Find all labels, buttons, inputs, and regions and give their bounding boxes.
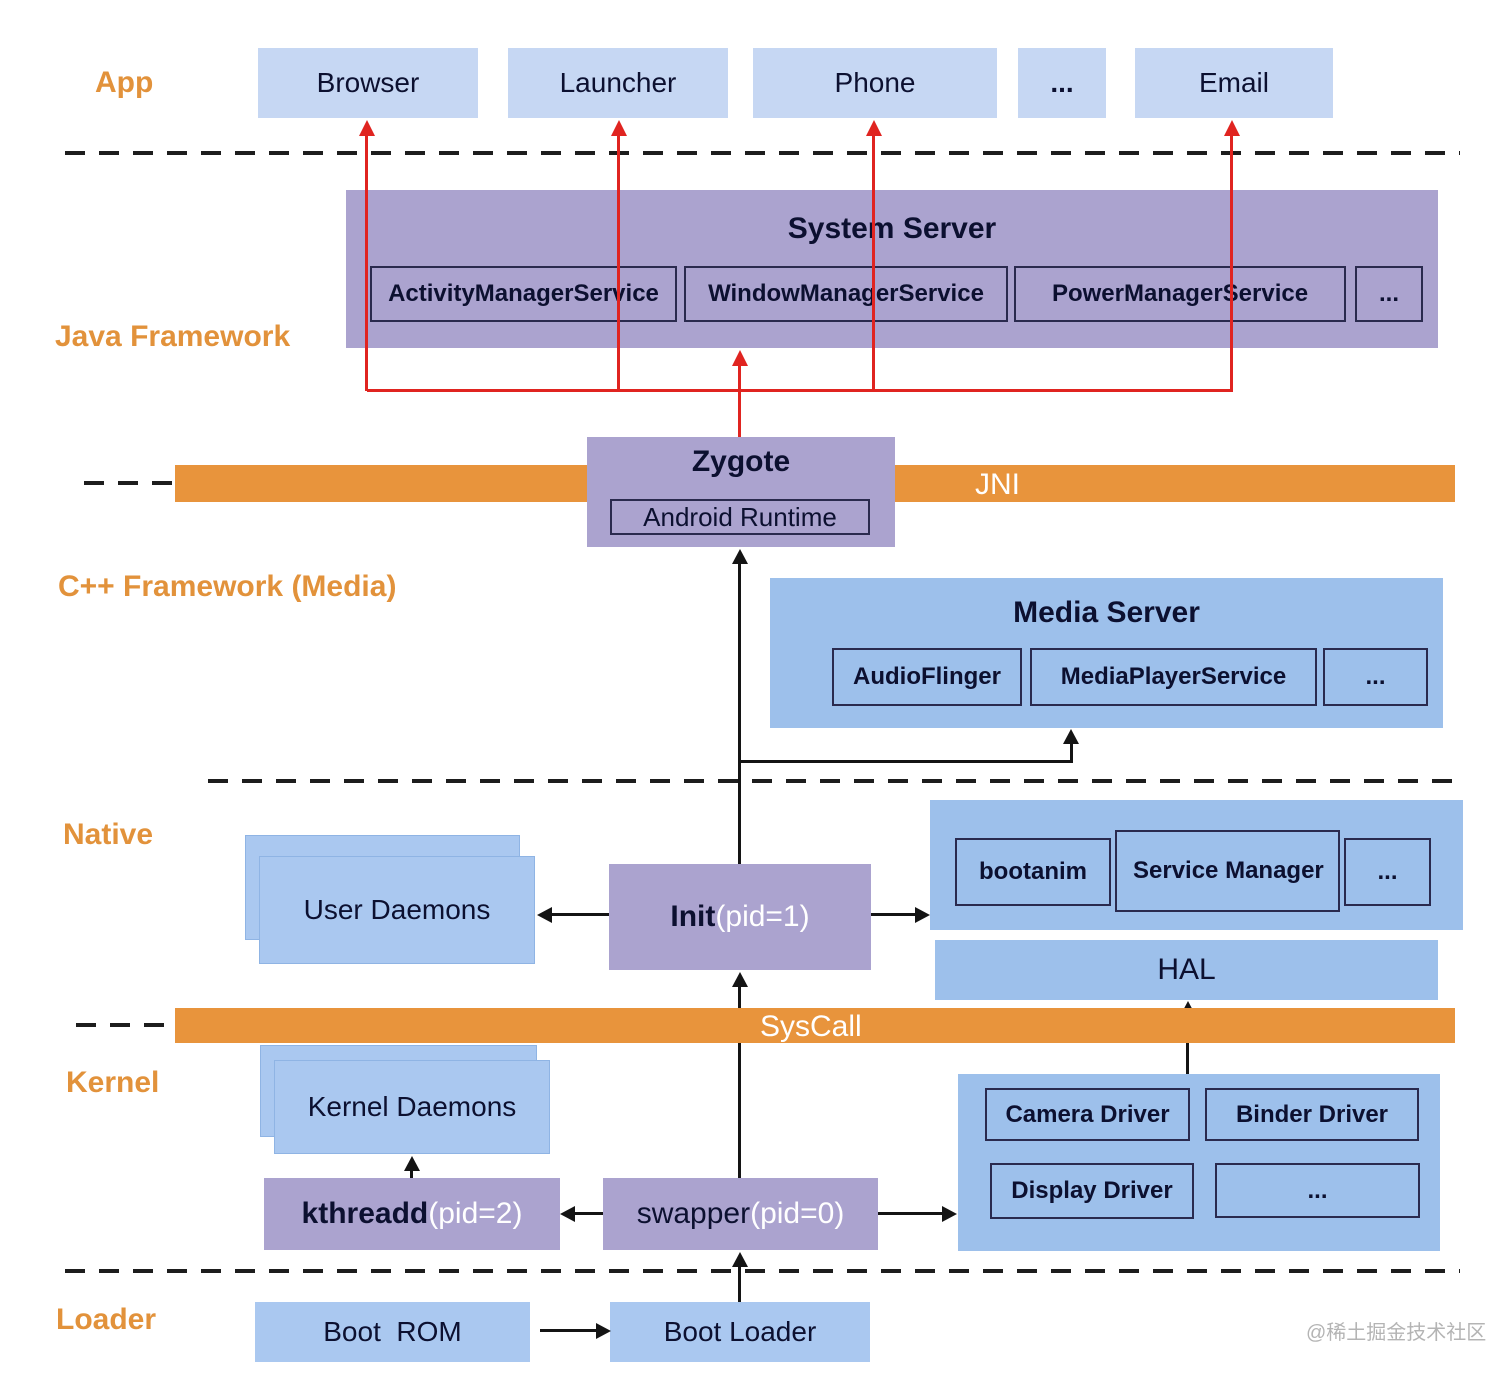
arrowhead-into-init xyxy=(732,972,748,987)
app-box-launcher: Launcher xyxy=(508,48,728,118)
app-box-phone: Phone xyxy=(753,48,997,118)
line-init-user-daemons xyxy=(552,913,609,916)
jni-bar-label: JNI xyxy=(975,468,1020,501)
arrowhead-into-swapper xyxy=(732,1252,748,1267)
red-line-bus xyxy=(367,389,1233,392)
app-box-ellipsis: ... xyxy=(1018,48,1106,118)
red-line-launcher xyxy=(617,134,620,391)
syscall-bar xyxy=(175,1008,1455,1043)
red-arrowhead-system-server xyxy=(732,350,748,366)
mediaplayerservice-box: MediaPlayerService xyxy=(1030,648,1317,706)
media-ellipsis-box: ... xyxy=(1323,648,1428,706)
zygote-title: Zygote xyxy=(691,445,791,478)
layer-label-app: App xyxy=(95,66,154,99)
system-server-box: System Server ActivityManagerService Win… xyxy=(346,190,1438,348)
system-server-title: System Server xyxy=(787,212,997,245)
drivers-box: Camera Driver Binder Driver Display Driv… xyxy=(958,1074,1440,1251)
zygote-box: Zygote Android Runtime xyxy=(587,437,895,547)
media-server-title: Media Server xyxy=(1013,596,1200,629)
red-line-phone xyxy=(872,134,875,391)
red-line-browser xyxy=(365,134,368,391)
media-server-box: Media Server AudioFlinger MediaPlayerSer… xyxy=(770,578,1443,728)
line-bootloader-swapper xyxy=(738,1266,741,1302)
syscall-bar-label: SysCall xyxy=(760,1010,862,1043)
line-kthreadd-kernel-daemons xyxy=(410,1170,413,1178)
dashed-stub-jni xyxy=(84,481,176,485)
watermark: @稀土掘金技术社区 xyxy=(1306,1322,1487,1344)
kthreadd-box: kthreadd(pid=2) xyxy=(264,1178,560,1250)
red-arrowhead-phone xyxy=(866,120,882,136)
layer-label-loader: Loader xyxy=(56,1303,157,1336)
hal-box: HAL xyxy=(935,940,1438,1000)
swapper-box: swapper(pid=0) xyxy=(603,1178,878,1250)
line-media-elbow-v xyxy=(1070,743,1073,763)
bootanim-box: bootanim xyxy=(955,838,1111,906)
app-box-browser: Browser xyxy=(258,48,478,118)
red-arrowhead-browser xyxy=(359,120,375,136)
arrowhead-into-kernel-daemons xyxy=(404,1156,420,1171)
camera-driver-box: Camera Driver xyxy=(985,1088,1190,1141)
red-arrowhead-launcher xyxy=(611,120,627,136)
line-bootrom-bootloader xyxy=(540,1329,596,1332)
layer-label-java-framework: Java Framework xyxy=(55,320,291,353)
app-box-email: Email xyxy=(1135,48,1333,118)
audioflinger-box: AudioFlinger xyxy=(832,648,1022,706)
line-swapper-drivers xyxy=(878,1212,942,1215)
binder-driver-box: Binder Driver xyxy=(1205,1088,1419,1141)
native-ellipsis-box: ... xyxy=(1344,838,1431,906)
dashed-separator-native xyxy=(208,779,1458,783)
arrowhead-into-zygote xyxy=(732,549,748,564)
arrowhead-into-media-server xyxy=(1063,729,1079,744)
line-media-elbow-h xyxy=(740,760,1073,763)
init-box: Init(pid=1) xyxy=(609,864,871,970)
red-arrowhead-email xyxy=(1224,120,1240,136)
line-init-zygote xyxy=(738,563,741,864)
dashed-stub-syscall xyxy=(76,1023,170,1027)
boot-loader-box: Boot Loader xyxy=(610,1302,870,1362)
init-pid: (pid=1) xyxy=(715,900,810,933)
arrowhead-into-user-daemons xyxy=(537,907,552,923)
line-drivers-hal xyxy=(1186,1015,1189,1074)
red-line-email xyxy=(1230,134,1233,391)
arrowhead-into-bootloader xyxy=(596,1323,611,1339)
arrowhead-into-drivers xyxy=(942,1206,957,1222)
swapper-name: swapper xyxy=(636,1197,751,1230)
native-services-box: bootanim Service Manager ... xyxy=(930,800,1463,930)
service-power-manager: PowerManagerService xyxy=(1014,266,1346,322)
boot-rom-box: Boot ROM xyxy=(255,1302,530,1362)
kthreadd-pid: (pid=2) xyxy=(428,1197,523,1230)
dashed-separator-app xyxy=(65,151,1460,155)
layer-label-cpp-framework: C++ Framework (Media) xyxy=(58,570,397,603)
arrowhead-into-bootanim-group xyxy=(915,907,930,923)
dashed-separator-loader xyxy=(65,1269,1460,1273)
arrowhead-into-kthreadd xyxy=(560,1206,575,1222)
android-runtime-box: Android Runtime xyxy=(610,499,870,535)
kernel-daemons-box: Kernel Daemons xyxy=(274,1060,550,1154)
line-swapper-kthreadd xyxy=(575,1212,603,1215)
display-driver-box: Display Driver xyxy=(990,1163,1194,1219)
user-daemons-box: User Daemons xyxy=(259,856,535,964)
init-name: Init xyxy=(670,900,716,933)
line-init-bootanim xyxy=(871,913,915,916)
service-ellipsis: ... xyxy=(1355,266,1423,322)
service-window-manager: WindowManagerService xyxy=(684,266,1008,322)
red-line-zygote xyxy=(738,364,741,443)
drivers-ellipsis-box: ... xyxy=(1215,1163,1420,1218)
layer-label-kernel: Kernel xyxy=(66,1066,160,1099)
service-manager-box: Service Manager xyxy=(1115,830,1340,912)
service-activity-manager: ActivityManagerService xyxy=(370,266,677,322)
kthreadd-name: kthreadd xyxy=(301,1197,429,1230)
layer-label-native: Native xyxy=(63,818,154,851)
swapper-pid: (pid=0) xyxy=(750,1197,845,1230)
line-swapper-init xyxy=(738,986,741,1178)
